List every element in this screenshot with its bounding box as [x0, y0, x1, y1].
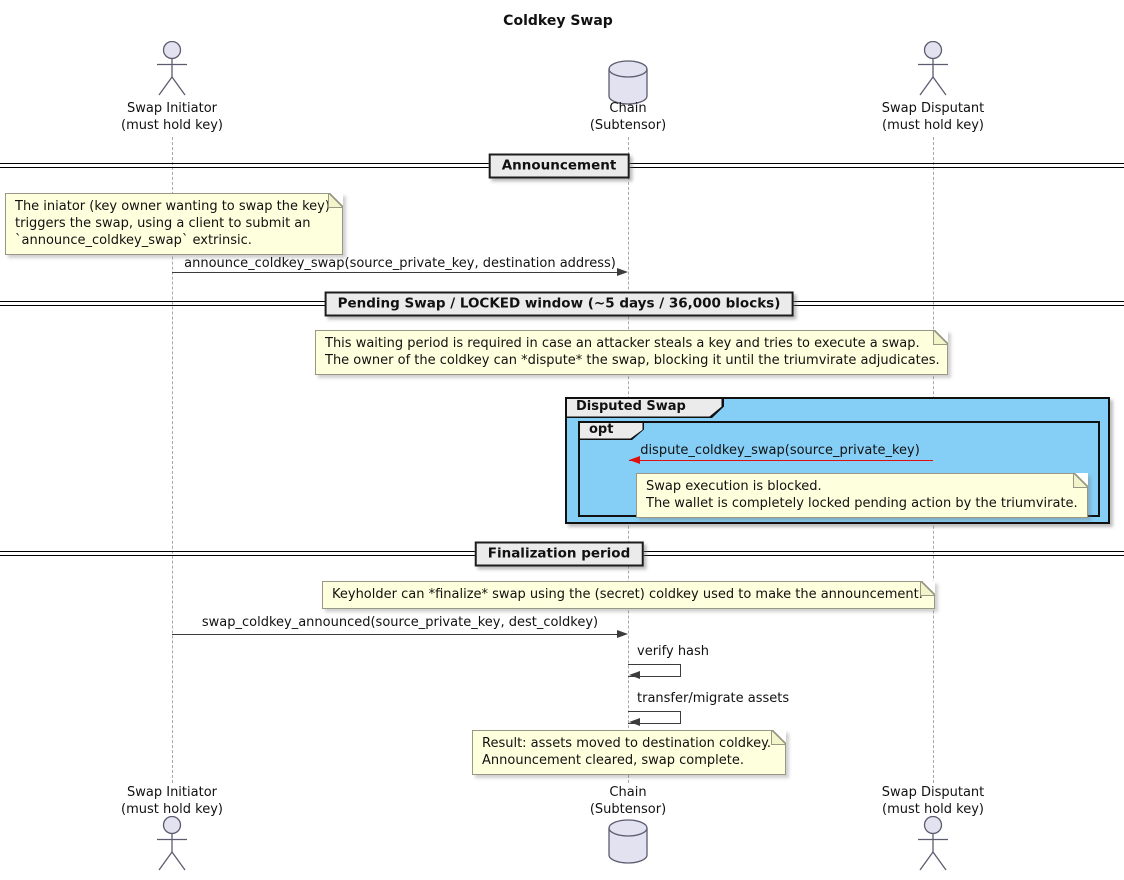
- arrowhead-left-icon: [629, 671, 640, 679]
- message-swap-label: swap_coldkey_announced(source_private_ke…: [201, 615, 599, 630]
- group-tab: [565, 397, 724, 418]
- message-announce-label: announce_coldkey_swap(source_private_key…: [184, 256, 616, 271]
- participant-subtitle: (must hold key): [882, 802, 984, 817]
- participant-subtitle: (must hold key): [121, 802, 223, 817]
- participant-name: Chain: [609, 785, 647, 800]
- note-waiting-period: This waiting period is required in case …: [315, 330, 948, 375]
- note-fold: [328, 193, 343, 208]
- participant-name: Chain: [609, 101, 647, 116]
- note-line: Keyholder can *finalize* swap using the …: [332, 587, 923, 602]
- actor-icon: [915, 41, 951, 98]
- diagram-title: Coldkey Swap: [503, 13, 613, 29]
- note-fold: [933, 330, 948, 345]
- note-blocked: Swap execution is blocked. The wallet is…: [636, 473, 1088, 518]
- participant-label-disputant-bottom: Swap Disputant (must hold key): [823, 784, 1043, 818]
- participant-name: Swap Disputant: [881, 101, 985, 116]
- participant-label-chain-bottom: Chain (Subtensor): [518, 784, 738, 818]
- divider-finalization: Finalization period: [474, 541, 644, 567]
- self-message-verify-label: verify hash: [637, 644, 710, 659]
- lifeline-initiator: [171, 137, 173, 783]
- divider-pending-swap: Pending Swap / LOCKED window (~5 days / …: [324, 291, 794, 317]
- self-message-transfer-loop: [628, 711, 681, 724]
- actor-icon: [154, 816, 190, 873]
- participant-name: Swap Initiator: [127, 785, 217, 800]
- database-icon: [607, 59, 649, 106]
- participant-name: Swap Disputant: [881, 785, 985, 800]
- note-line: The iniator (key owner wanting to swap t…: [15, 199, 330, 214]
- note-announce: The iniator (key owner wanting to swap t…: [5, 193, 343, 255]
- note-fold: [920, 581, 935, 596]
- participant-label-initiator-top: Swap Initiator (must hold key): [62, 100, 282, 134]
- arrowhead-left-icon: [629, 718, 640, 726]
- participant-label-chain-top: Chain (Subtensor): [518, 100, 738, 134]
- message-dispute-line: [629, 460, 933, 461]
- group-label: Disputed Swap: [576, 399, 686, 414]
- self-message-verify-loop: [628, 664, 681, 677]
- database-icon: [607, 818, 649, 865]
- note-line: Swap execution is blocked.: [646, 479, 822, 494]
- participant-label-initiator-bottom: Swap Initiator (must hold key): [62, 784, 282, 818]
- participant-subtitle: (must hold key): [882, 118, 984, 133]
- participant-subtitle: (Subtensor): [589, 802, 667, 817]
- participant-name: Swap Initiator: [127, 101, 217, 116]
- message-swap-line: [172, 634, 622, 635]
- note-line: This waiting period is required in case …: [325, 336, 920, 351]
- note-line: The wallet is completely locked pending …: [646, 496, 1078, 511]
- arrowhead-right-icon: [617, 630, 628, 638]
- note-result: Result: assets moved to destination cold…: [472, 730, 786, 775]
- note-line: triggers the swap, using a client to sub…: [15, 216, 311, 231]
- participant-label-disputant-top: Swap Disputant (must hold key): [823, 100, 1043, 134]
- message-dispute-label: dispute_coldkey_swap(source_private_key): [640, 443, 920, 458]
- opt-label: opt: [589, 422, 614, 437]
- opt-tab: [578, 421, 644, 440]
- message-announce-line: [172, 272, 622, 273]
- participant-subtitle: (must hold key): [121, 118, 223, 133]
- arrowhead-right-icon: [617, 268, 628, 276]
- divider-announcement: Announcement: [488, 153, 630, 179]
- actor-icon: [915, 816, 951, 873]
- note-fold: [1073, 473, 1088, 488]
- actor-icon: [154, 41, 190, 98]
- note-finalize: Keyholder can *finalize* swap using the …: [322, 581, 935, 609]
- arrowhead-left-icon: [629, 456, 640, 464]
- note-line: Announcement cleared, swap complete.: [482, 753, 744, 768]
- self-message-transfer-label: transfer/migrate assets: [637, 691, 790, 706]
- note-line: Result: assets moved to destination cold…: [482, 736, 772, 751]
- note-line: `announce_coldkey_swap` extrinsic.: [15, 233, 252, 248]
- note-fold: [771, 730, 786, 745]
- participant-subtitle: (Subtensor): [589, 118, 667, 133]
- note-line: The owner of the coldkey can *dispute* t…: [325, 353, 940, 368]
